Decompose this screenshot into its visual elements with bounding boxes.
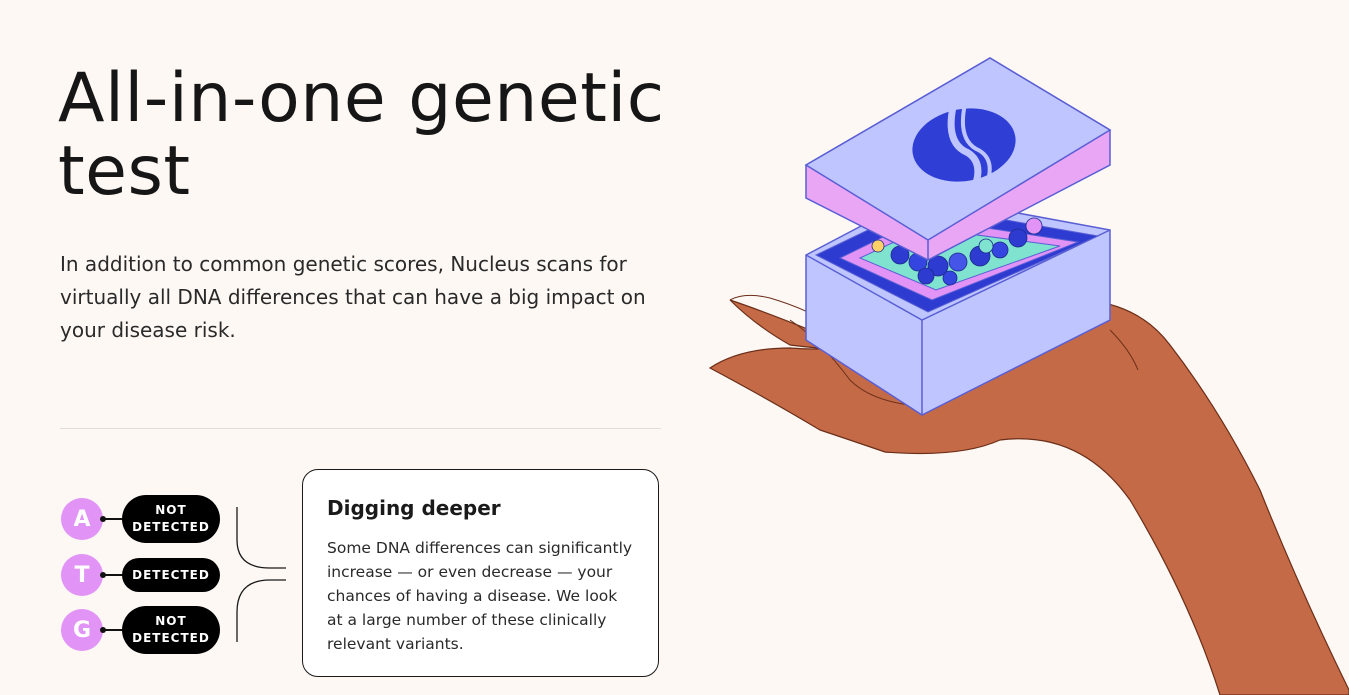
base-row-g: G NOT DETECTED	[60, 606, 230, 654]
card-title: Digging deeper	[327, 496, 501, 520]
status-badge-g: NOT DETECTED	[122, 606, 220, 654]
base-letter-g: G	[61, 609, 103, 651]
connector-line	[103, 574, 123, 576]
box-lid	[804, 57, 1112, 261]
base-row-t: T DETECTED	[60, 551, 230, 599]
info-card: Digging deeper Some DNA differences can …	[302, 469, 659, 677]
hero-title: All-in-one genetic test	[58, 59, 665, 211]
bracket-connector	[236, 507, 286, 642]
base-letter-t: T	[61, 554, 103, 596]
connector-dot	[100, 516, 106, 522]
status-badge-a: NOT DETECTED	[122, 495, 220, 543]
hand-holding-kit-illustration	[708, 57, 1349, 695]
base-letter-a: A	[61, 498, 103, 540]
connector-dot	[100, 572, 106, 578]
connector-line	[103, 629, 123, 631]
connector-dot	[100, 627, 106, 633]
base-row-a: A NOT DETECTED	[60, 495, 230, 543]
nucleus-logo-icon	[912, 103, 1016, 187]
hero-description: In addition to common genetic scores, Nu…	[60, 252, 646, 342]
section-divider	[60, 428, 661, 429]
status-badge-t: DETECTED	[122, 558, 220, 592]
connector-line	[103, 518, 123, 520]
card-body: Some DNA differences can significantly i…	[327, 539, 633, 653]
